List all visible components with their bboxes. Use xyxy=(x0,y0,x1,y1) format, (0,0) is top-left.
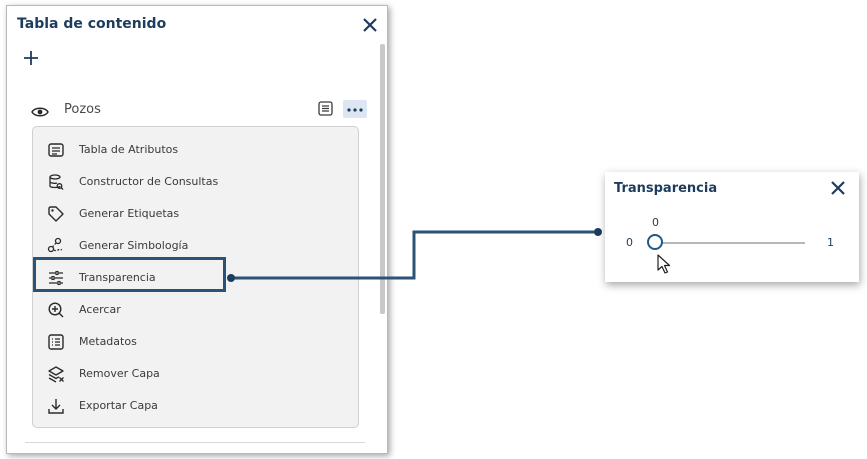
visibility-toggle[interactable] xyxy=(31,103,49,122)
menu-item-transparencia[interactable]: Transparencia xyxy=(43,263,233,293)
slider-current-value: 0 xyxy=(652,216,659,229)
close-icon xyxy=(363,18,377,32)
toc-panel: Tabla de contenido Pozos xyxy=(6,5,388,454)
slider-max-label: 1 xyxy=(827,236,834,249)
toc-close-button[interactable] xyxy=(363,17,377,36)
zoom-in-icon xyxy=(48,302,64,318)
tag-icon xyxy=(48,206,64,222)
menu-item-label: Tabla de Atributos xyxy=(79,143,179,156)
layer-options-menu: Tabla de Atributos Constructor de Consul… xyxy=(32,126,359,428)
metadata-icon xyxy=(48,334,64,350)
close-icon xyxy=(831,181,845,195)
sliders-icon xyxy=(49,270,63,286)
download-icon xyxy=(48,399,64,414)
query-builder-icon xyxy=(49,174,64,190)
menu-item-label: Generar Simbología xyxy=(79,239,189,252)
symbology-icon xyxy=(47,237,63,253)
transparency-slider-thumb[interactable] xyxy=(647,234,663,250)
transparency-close-button[interactable] xyxy=(831,180,845,199)
mouse-cursor-icon xyxy=(657,254,671,274)
transparency-slider-track[interactable] xyxy=(655,242,805,244)
menu-item-tabla-de-atributos[interactable]: Tabla de Atributos xyxy=(43,135,233,165)
plus-icon xyxy=(24,51,38,65)
selected-item-highlight xyxy=(33,257,226,292)
menu-item-acercar[interactable]: Acercar xyxy=(43,295,233,325)
divider xyxy=(25,442,365,443)
menu-item-label: Transparencia xyxy=(79,271,156,284)
menu-item-label: Constructor de Consultas xyxy=(79,175,219,188)
menu-item-label: Acercar xyxy=(79,303,121,316)
layer-row-pozos: Pozos xyxy=(27,100,367,122)
menu-item-generar-etiquetas[interactable]: Generar Etiquetas xyxy=(43,199,233,229)
add-layer-button[interactable] xyxy=(23,50,39,70)
menu-item-exportar-capa[interactable]: Exportar Capa xyxy=(43,391,233,421)
layer-name: Pozos xyxy=(64,102,101,117)
list-icon xyxy=(318,101,333,116)
legend-button[interactable] xyxy=(318,101,333,120)
transparency-title: Transparencia xyxy=(614,181,718,196)
transparency-panel: Transparencia 0 0 1 xyxy=(605,172,859,282)
eye-icon xyxy=(31,107,49,117)
menu-item-remover-capa[interactable]: Remover Capa xyxy=(43,359,233,389)
remove-layer-icon xyxy=(48,366,64,383)
more-icon xyxy=(347,108,363,112)
menu-item-label: Metadatos xyxy=(79,335,137,348)
menu-item-label: Remover Capa xyxy=(79,367,160,380)
menu-item-generar-simbologia[interactable]: Generar Simbología xyxy=(43,231,233,261)
table-icon xyxy=(48,143,64,157)
slider-min-label: 0 xyxy=(626,236,633,249)
menu-item-label: Generar Etiquetas xyxy=(79,207,180,220)
toc-title: Tabla de contenido xyxy=(17,16,167,32)
menu-item-label: Exportar Capa xyxy=(79,399,158,412)
toc-scrollbar[interactable] xyxy=(380,44,385,314)
layer-options-button[interactable] xyxy=(343,100,367,118)
menu-item-metadatos[interactable]: Metadatos xyxy=(43,327,233,357)
menu-item-constructor-de-consultas[interactable]: Constructor de Consultas xyxy=(43,167,233,197)
